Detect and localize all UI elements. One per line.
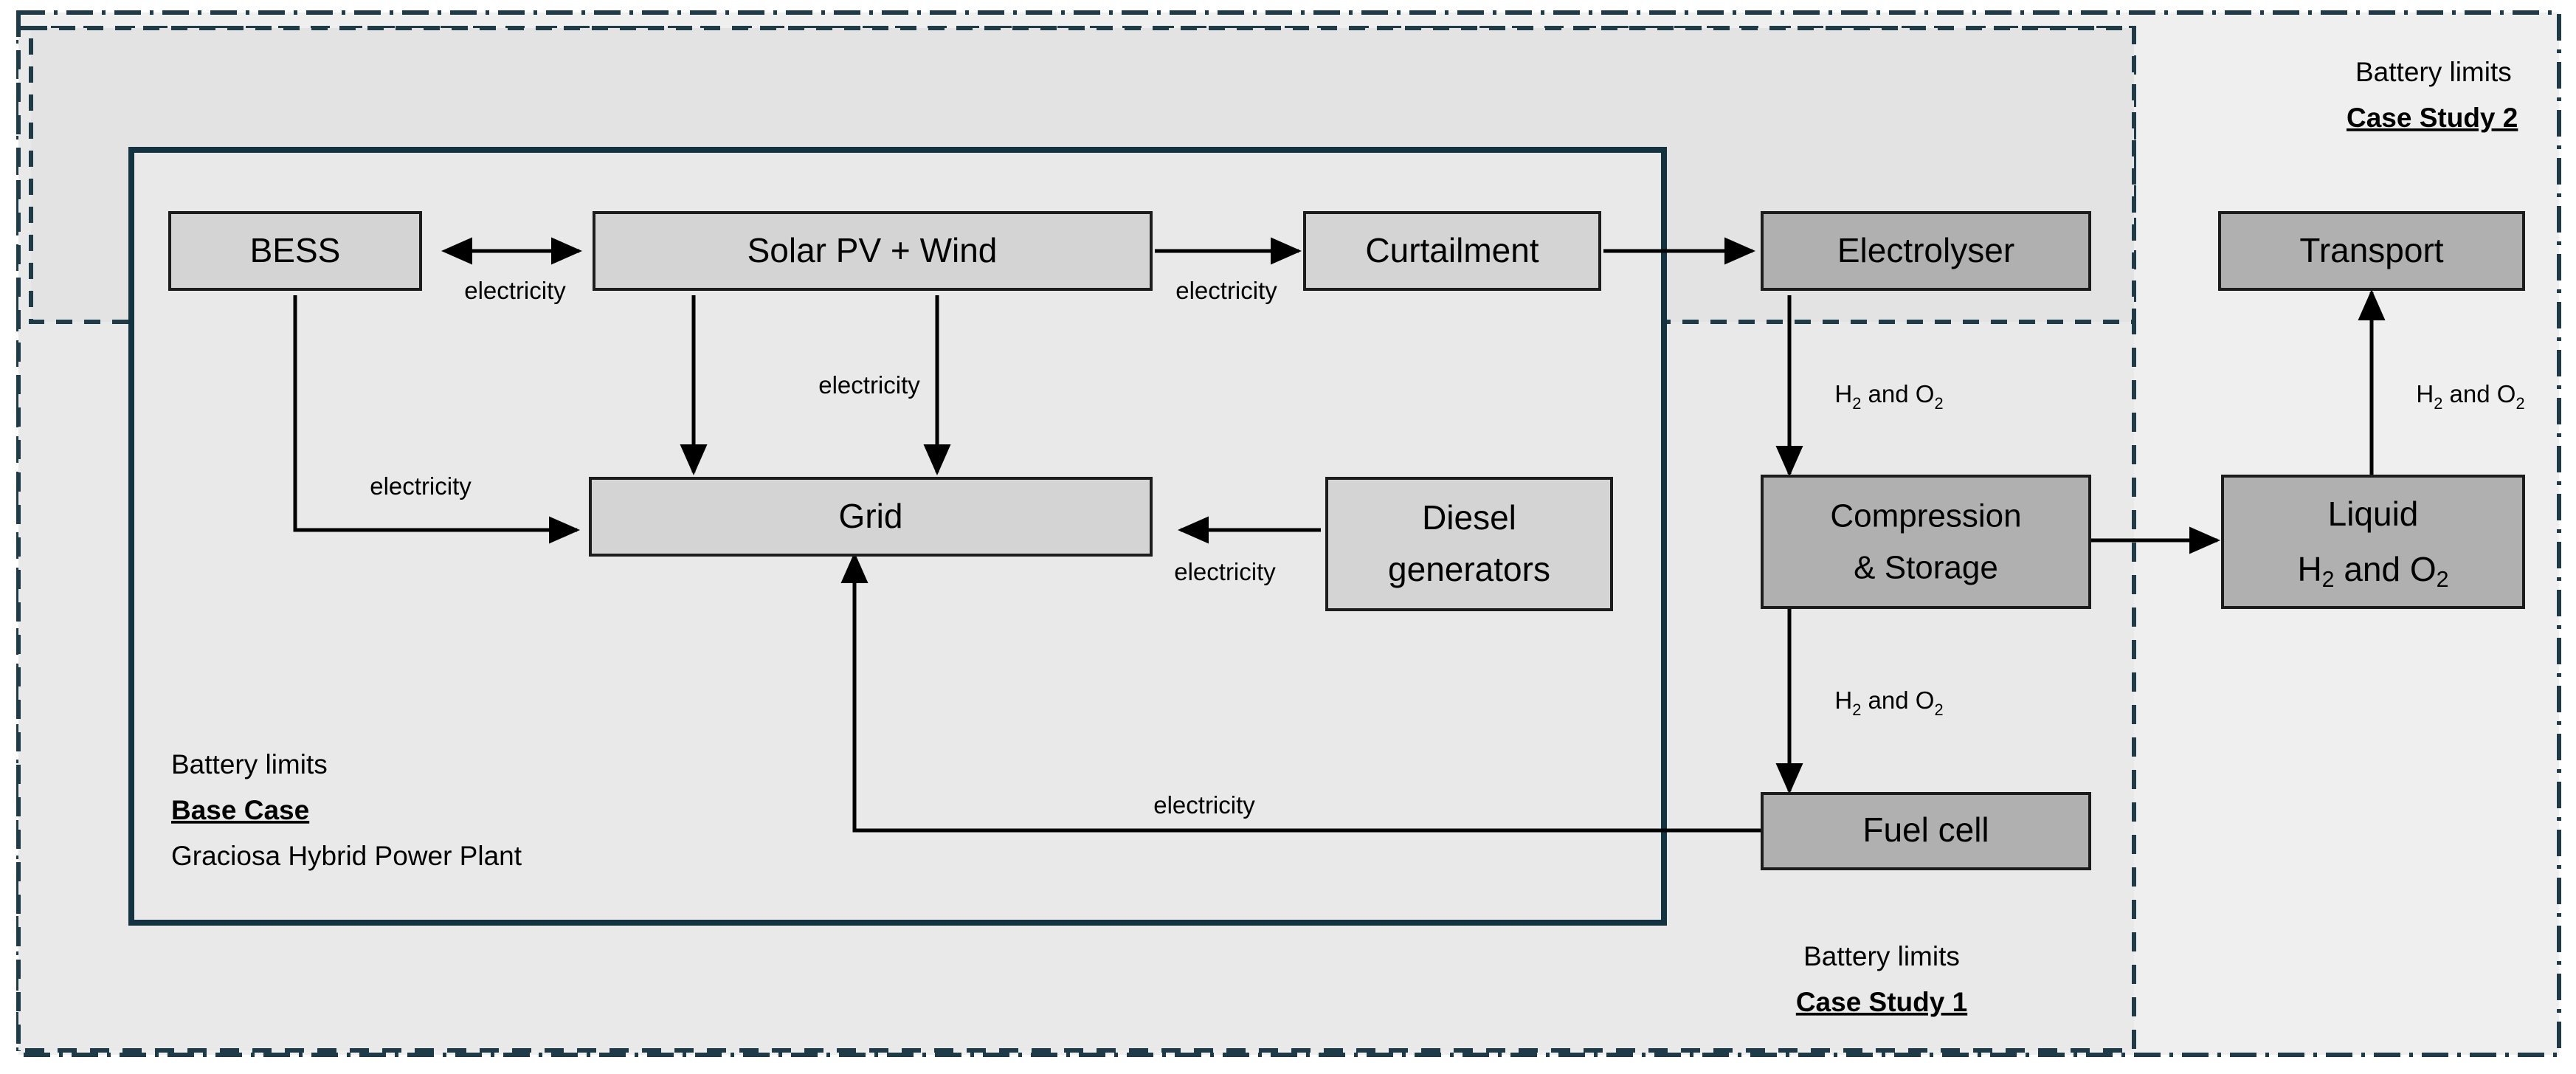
node-diesel-box[interactable] (1325, 477, 1613, 611)
node-liquid-label-line2: H2 and O2 (2297, 550, 2448, 592)
node-solar-wind-label: Solar PV + Wind (747, 231, 998, 269)
node-compression-box[interactable] (1761, 475, 2091, 609)
flow-label-compression-fuelcell: H2 and O2 (1834, 686, 1943, 719)
node-bess-label: BESS (250, 231, 341, 269)
h2-subscript-3: 2 (2434, 394, 2442, 413)
flow-label-electrolyser-compression: H2 and O2 (1834, 380, 1943, 413)
flow-label-solar-grid: electricity (818, 371, 920, 399)
o2-subscript-3: 2 (2515, 394, 2524, 413)
flow-label-diesel-grid: electricity (1174, 558, 1276, 585)
zone-base-case-line3: Graciosa Hybrid Power Plant (171, 841, 522, 871)
node-fuelcell-box[interactable] (1761, 792, 2091, 870)
node-transport-label: Transport (2299, 231, 2443, 269)
o2-subscript-2: 2 (1934, 700, 1943, 719)
node-electrolyser-box[interactable] (1761, 211, 2091, 291)
h2-text-3: H (2416, 380, 2434, 407)
node-bess-box[interactable] (168, 211, 422, 291)
node-compression-label-line1: Compression (1830, 498, 2021, 534)
node-diesel-label-line2: generators (1388, 550, 1550, 588)
liquid-and-text: and O (2335, 550, 2437, 588)
zone-case-study-2-line1: Battery limits (2355, 57, 2512, 87)
and-text-1: and O (1861, 380, 1934, 407)
node-curtailment-box[interactable] (1303, 211, 1601, 291)
node-transport-box[interactable] (2218, 211, 2525, 291)
node-fuelcell-label: Fuel cell (1862, 810, 1989, 849)
h2-subscript-2: 2 (1852, 700, 1861, 719)
h2-text-1: H (1834, 380, 1852, 407)
node-electrolyser-label: Electrolyser (1837, 231, 2014, 269)
h2-text-2: H (1834, 686, 1852, 714)
flow-label-bess-solar: electricity (464, 277, 566, 304)
liquid-h2-text: H (2297, 550, 2321, 588)
node-curtailment-label: Curtailment (1365, 231, 1539, 269)
zone-case-study-2-line2: Case Study 2 (2347, 103, 2518, 133)
liquid-h2-subscript: 2 (2322, 568, 2335, 592)
zone-base-case-line2: Base Case (171, 795, 309, 825)
liquid-o2-subscript: 2 (2437, 568, 2449, 592)
connector-fuelcell-grid (840, 551, 1764, 833)
node-grid-label: Grid (839, 497, 903, 535)
node-liquid-label-line1: Liquid (2328, 495, 2419, 533)
o2-subscript-1: 2 (1934, 394, 1943, 413)
connector-bess-grid (293, 295, 581, 544)
flow-label-bess-grid: electricity (370, 472, 472, 500)
and-text-2: and O (1861, 686, 1934, 714)
node-solar-wind-box[interactable] (593, 211, 1153, 291)
flow-label-liquid-transport: H2 and O2 (2416, 380, 2524, 413)
zone-case-study-1-line1: Battery limits (1803, 941, 1960, 971)
and-text-3: and O (2442, 380, 2515, 407)
zone-base-case-line1: Battery limits (171, 749, 328, 779)
node-grid-box[interactable] (589, 477, 1153, 557)
node-liquid-box[interactable] (2221, 475, 2525, 609)
zone-case-study-1-line2: Case Study 1 (1796, 987, 1967, 1017)
node-diesel-label-line1: Diesel (1422, 498, 1516, 537)
flow-label-fuelcell-grid: electricity (1153, 791, 1255, 819)
flow-label-solar-curtailment: electricity (1175, 277, 1277, 304)
h2-subscript-1: 2 (1852, 394, 1861, 413)
node-compression-label-line2: & Storage (1854, 550, 1998, 586)
